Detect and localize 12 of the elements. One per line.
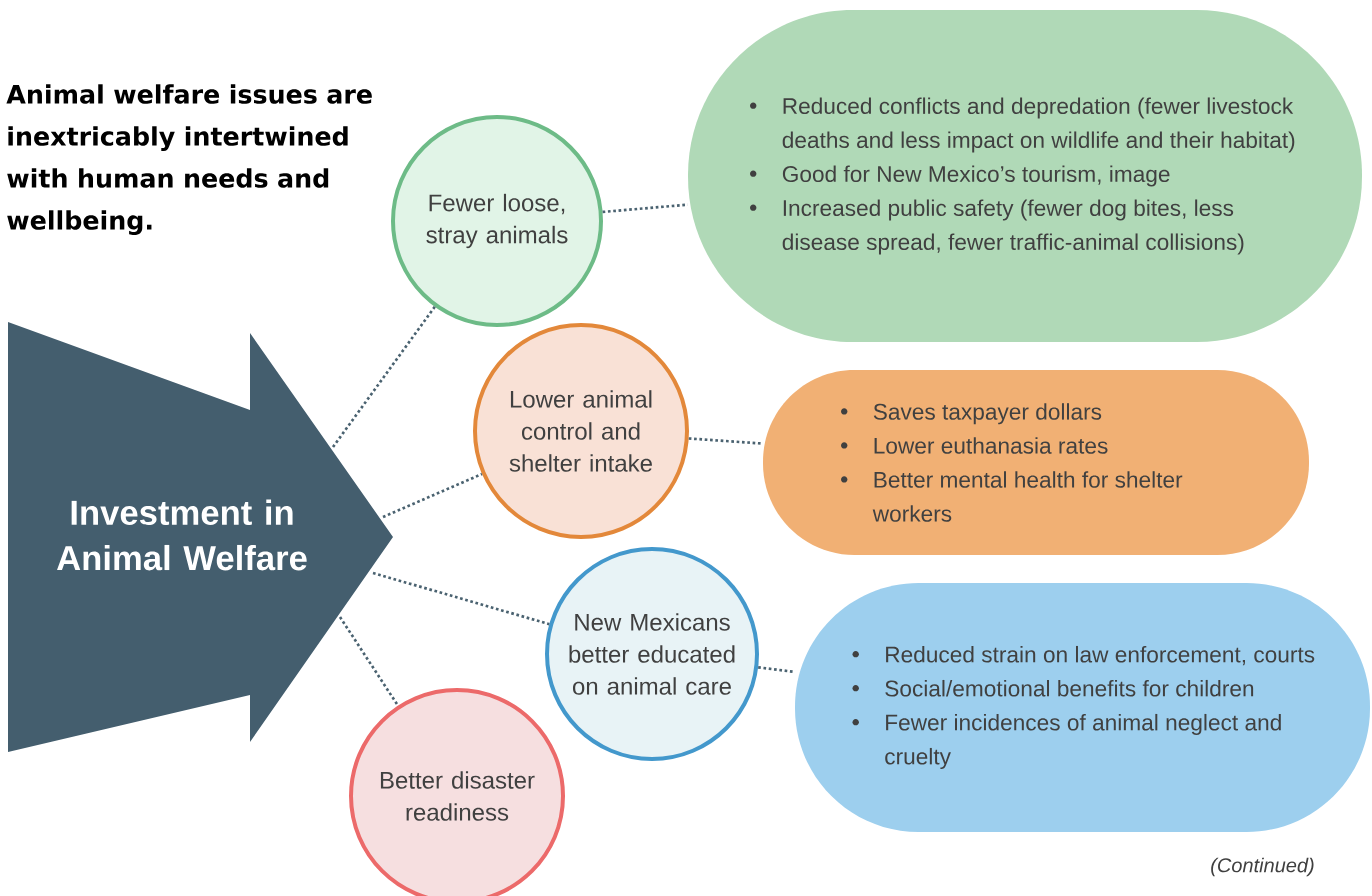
dotted-connector [331,306,436,448]
dotted-connector [382,472,483,519]
bullet-list-box: Reduced conflicts and depredation (fewer livestock deaths and less impact on wildlife and their habitat) Good for New Mexico’s tourism, image Increased public safety (fewer dog bites, less disease spread, fewer traffic-animal collisions) [688,10,1362,342]
dotted-connector [758,666,795,674]
dotted-connector [688,437,763,445]
bullet-list-box: Saves taxpayer dollars Lower euthanasia rates Better mental health for shelter workers [763,370,1309,555]
dotted-connector [372,571,550,626]
dotted-connector [338,616,400,707]
bullet-list-box: Reduced strain on law enforcement, courts Social/emotional benefits for children Fewer incidences of animal neglect and cruelty [795,583,1370,832]
heading: Animal welfare issues are inextricably intertwined with human needs and wellbeing. [6,84,372,235]
note: (Continued) [1211,857,1314,877]
dotted-connector [602,203,688,214]
